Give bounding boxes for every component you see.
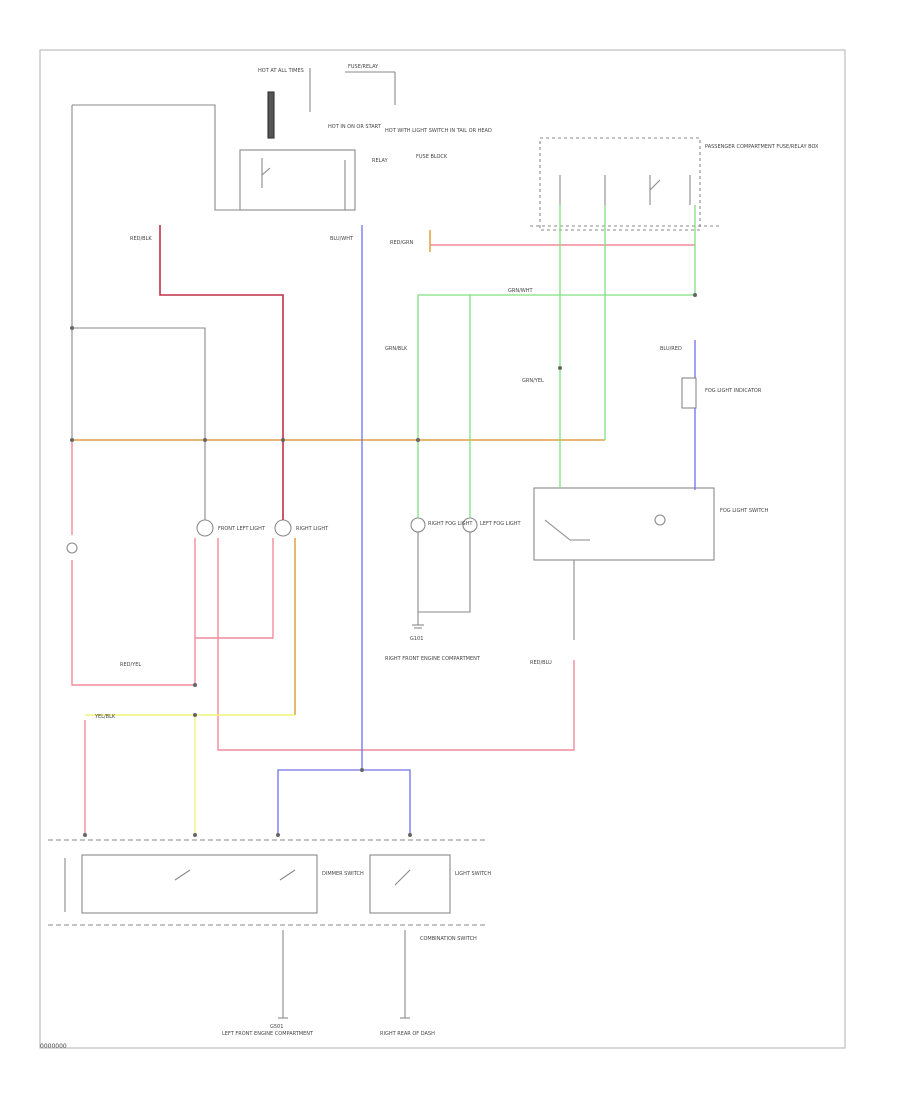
label-front-left-light: FRONT LEFT LIGHT <box>218 526 266 532</box>
label-fuse-block: FUSE BLOCK <box>416 154 448 160</box>
label-red-blk: RED/BLK <box>130 236 152 242</box>
label-combination-switch: COMBINATION SWITCH <box>420 936 477 942</box>
label-red-grn: RED/GRN <box>390 240 414 246</box>
diagram-frame <box>39 49 846 1049</box>
wire-darkred <box>159 225 284 520</box>
label-fog-light-switch: FOG LIGHT SWITCH <box>720 508 769 514</box>
label-blu-red: BLU/RED <box>660 346 682 352</box>
diagram-code: 0000000 <box>40 1043 67 1050</box>
red-wires <box>71 244 695 835</box>
label-hot-light-switch: HOT WITH LIGHT SWITCH IN TAIL OR HEAD <box>385 128 492 134</box>
label-grn-blk: GRN/BLK <box>385 346 408 352</box>
label-red-blu: RED/BLU <box>530 660 552 666</box>
label-blu-wht: BLU/WHT <box>330 236 354 242</box>
label-red-yel: RED/YEL <box>120 662 141 668</box>
label-grn-wht: GRN/WHT <box>508 288 533 294</box>
label-hot-at-all-times: HOT AT ALL TIMES <box>258 68 304 74</box>
label-passenger-compartment-box: PASSENGER COMPARTMENT FUSE/RELAY BOX <box>705 144 819 150</box>
label-right-front-engine: RIGHT FRONT ENGINE COMPARTMENT <box>385 656 481 662</box>
splice-points <box>70 293 697 837</box>
black-wires <box>48 68 720 1019</box>
blue-wires <box>277 225 696 835</box>
label-g101: G101 <box>410 636 423 642</box>
label-right-light: RIGHT LIGHT <box>296 526 329 532</box>
label-light-switch: LIGHT SWITCH <box>455 871 491 877</box>
label-yel-blk: YEL/BLK <box>94 714 116 720</box>
green-wires <box>417 205 696 518</box>
diagram-labels: HOT AT ALL TIMES FUSE/RELAY HOT IN ON OR… <box>94 64 819 1037</box>
label-left-front-engine: LEFT FRONT ENGINE COMPARTMENT <box>222 1031 314 1037</box>
label-fuse-relay: FUSE/RELAY <box>348 64 379 70</box>
label-g501: G501 <box>270 1024 283 1030</box>
label-relay: RELAY <box>372 158 389 164</box>
yellow-wires <box>85 714 295 835</box>
label-grn-yel: GRN/YEL <box>522 378 544 384</box>
label-dimmer-switch: DIMMER SWITCH <box>322 871 364 877</box>
label-right-rear-dash: RIGHT REAR OF DASH <box>380 1031 435 1037</box>
label-fog-indicator: FOG LIGHT INDICATOR <box>705 388 762 394</box>
label-left-fog-light: LEFT FOG LIGHT <box>480 521 522 527</box>
label-hot-on-start: HOT IN ON OR START <box>328 124 382 130</box>
orange-wires <box>72 230 605 715</box>
label-right-fog-light: RIGHT FOG LIGHT <box>428 521 473 527</box>
